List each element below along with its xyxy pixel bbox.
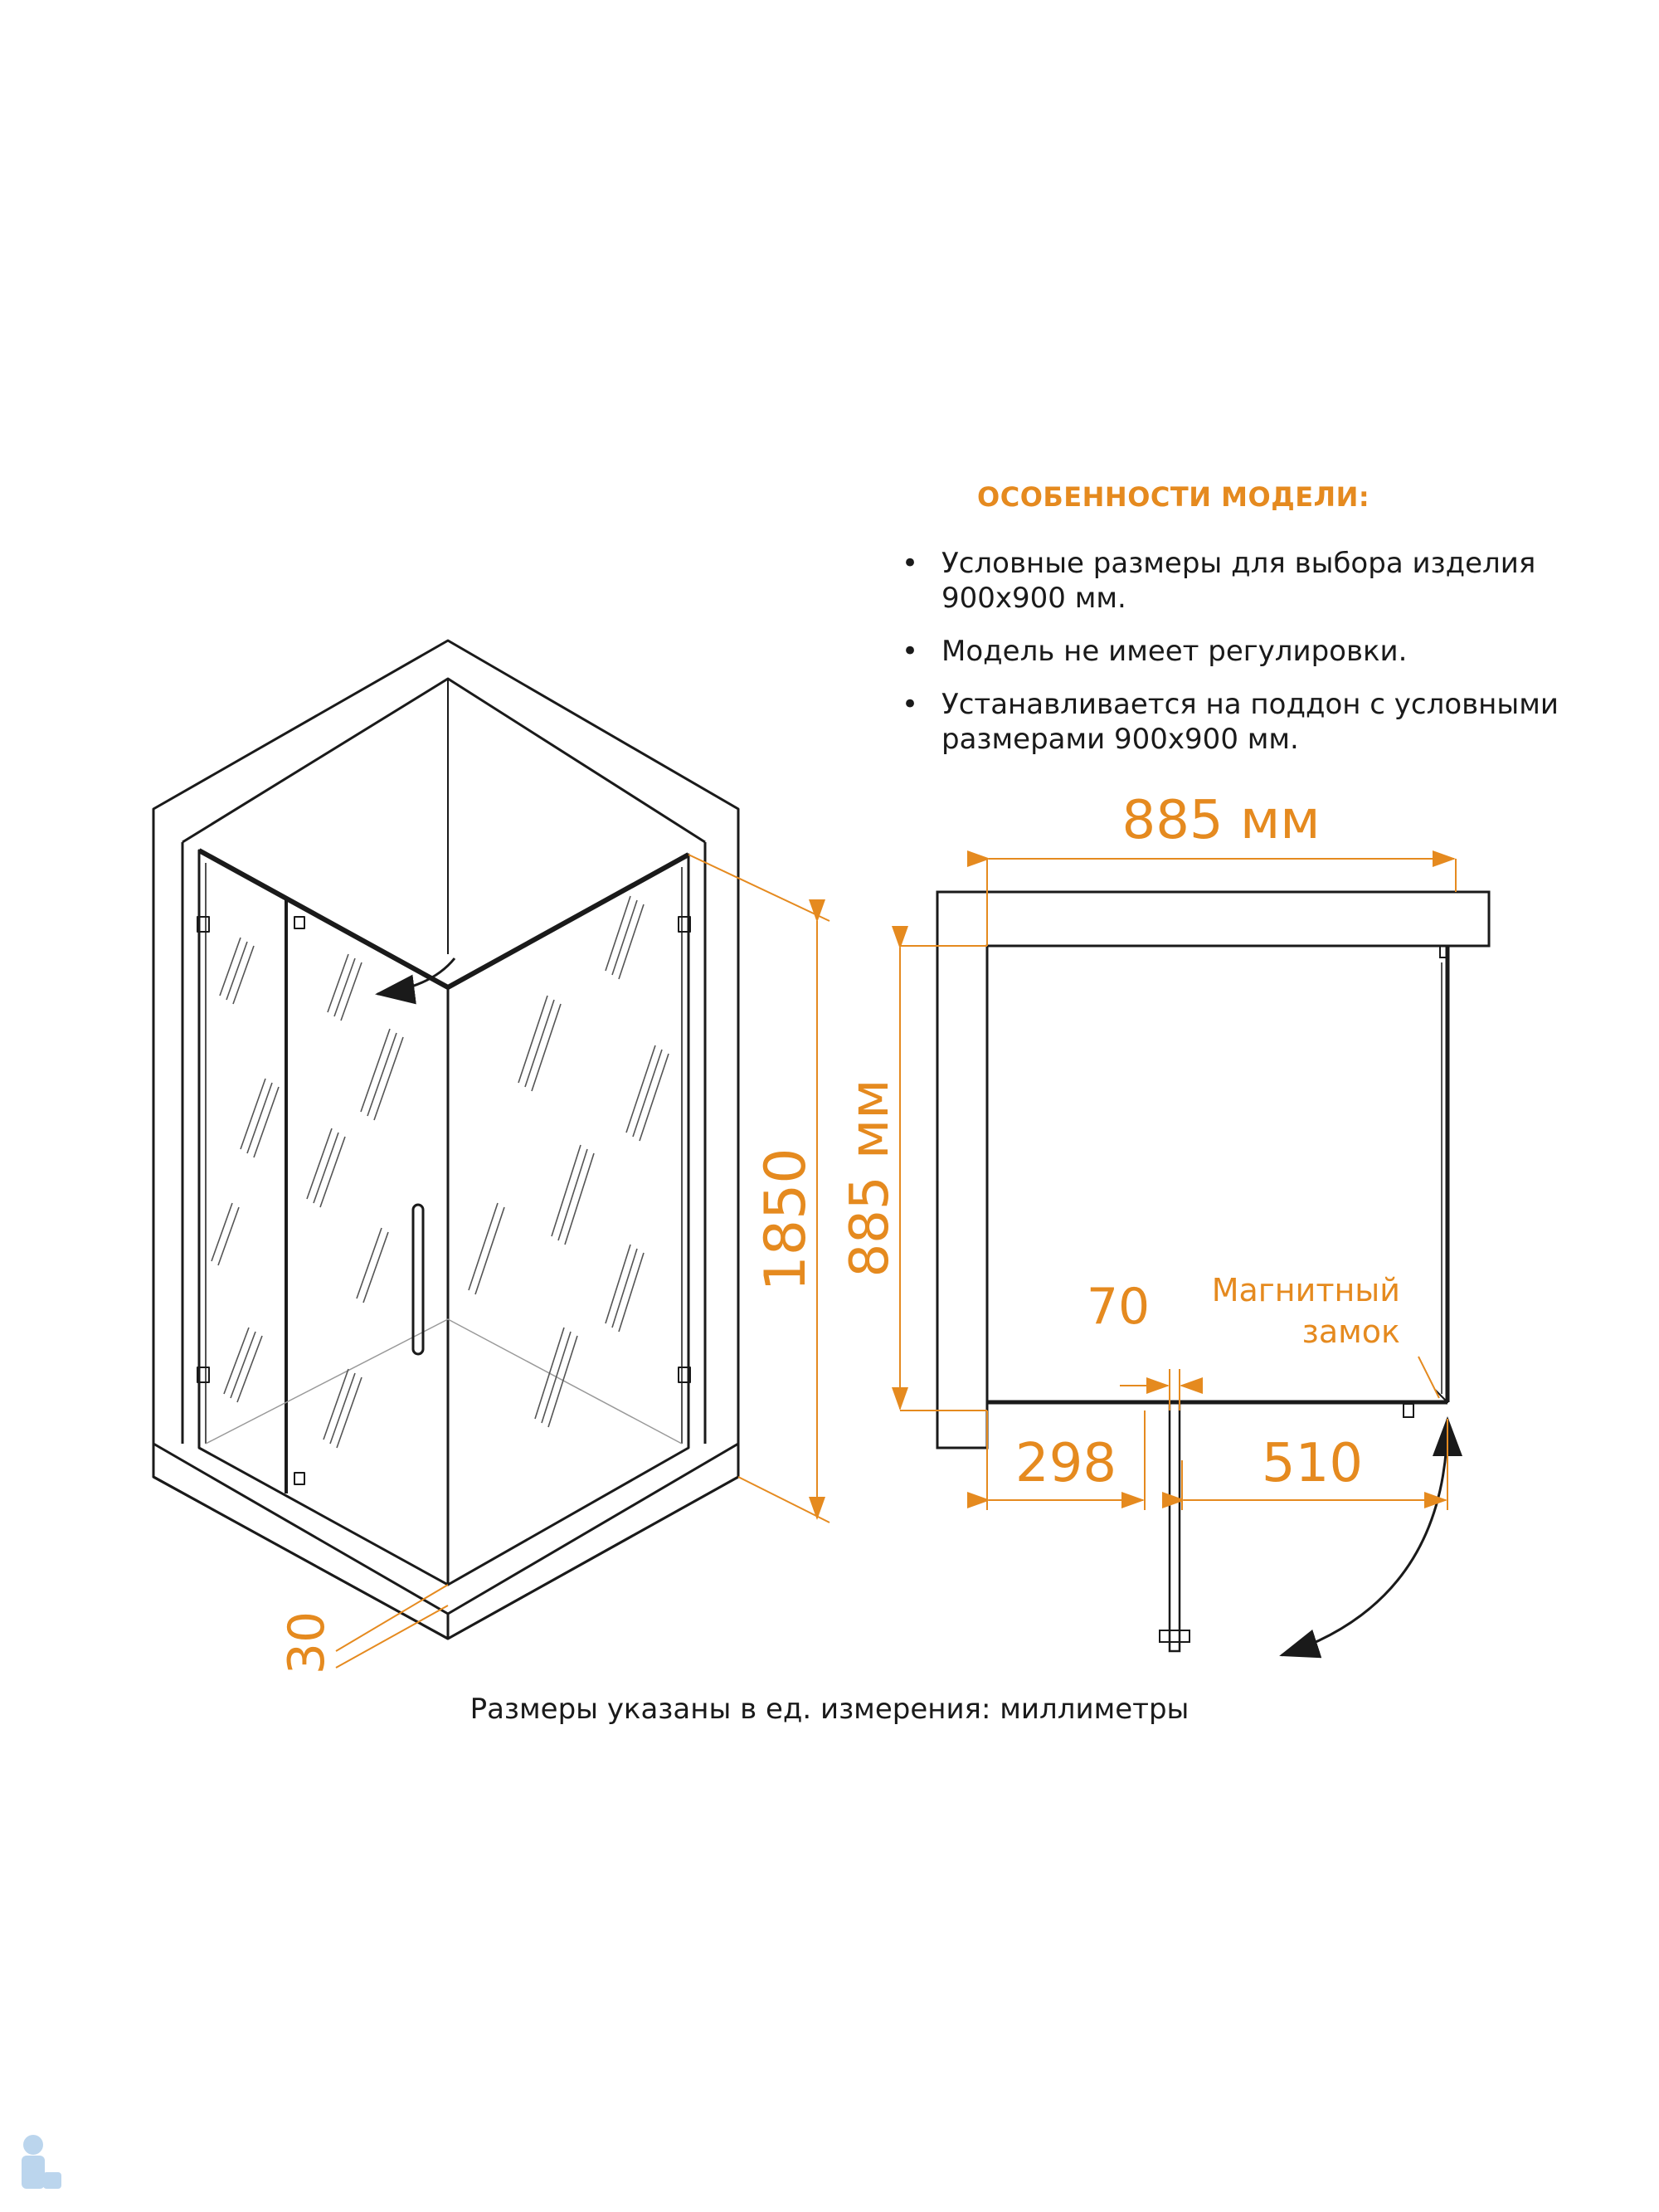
door-swing-arc — [1279, 1418, 1449, 1659]
depth-label: 885 мм — [839, 1079, 901, 1277]
wall-inner — [182, 677, 706, 844]
shower-tray — [152, 1442, 740, 1640]
feature-item: Модель не имеет регулировки. — [900, 634, 1613, 669]
open-door — [1168, 1401, 1181, 1653]
width-label: 885 мм — [1121, 790, 1320, 851]
plan-wall — [936, 890, 1491, 1449]
iso-dimensions — [335, 854, 830, 1669]
plan-dimensions — [892, 850, 1457, 1510]
model-features: ОСОБЕННОСТИ МОДЕЛИ: Условные размеры для… — [900, 481, 1613, 775]
wall-outline — [152, 639, 740, 1640]
right-glass-frame — [446, 853, 690, 1586]
glass-hatching — [211, 895, 669, 1449]
right-label: 510 — [1262, 1433, 1363, 1494]
features-title: ОСОБЕННОСТИ МОДЕЛИ: — [977, 481, 1370, 513]
isometric-view — [152, 639, 740, 1640]
height-label: 1850 — [753, 1147, 819, 1291]
door-handle — [411, 1203, 425, 1356]
feature-item: Условные размеры для выбора изделия 900х… — [900, 546, 1613, 616]
gap-label: 70 — [1087, 1278, 1150, 1336]
units-footnote: Размеры указаны в ед. измерения: миллиме… — [469, 1693, 1190, 1726]
plumber-watermark-icon — [22, 2135, 61, 2189]
features-list: Условные размеры для выбора изделия 900х… — [900, 546, 1613, 757]
door-swing-arrow — [375, 957, 456, 1005]
feature-item: Устанавливается на поддон с условными ра… — [900, 687, 1613, 757]
left-glass-frame — [197, 849, 450, 1586]
lock-label-line-2: замок — [1302, 1313, 1400, 1350]
left-label: 298 — [1015, 1433, 1117, 1494]
lock-label-line-1: Магнитный — [1212, 1272, 1400, 1308]
base-label: 30 — [278, 1611, 336, 1674]
